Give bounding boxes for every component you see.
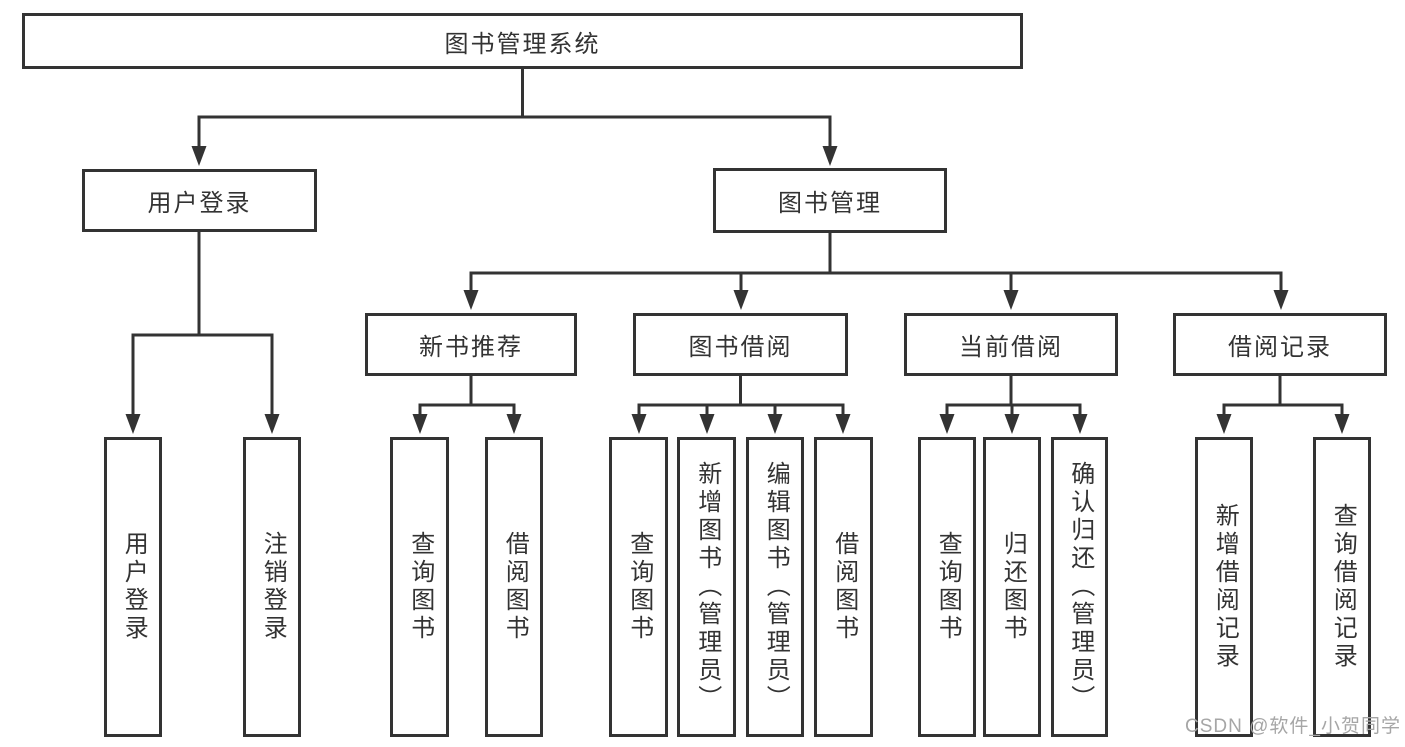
node-library-management-system: 图书管理系统 — [22, 13, 1023, 69]
node-new-book-recommend: 新书推荐 — [365, 313, 577, 376]
node-label: 查询图书 — [934, 531, 962, 643]
leaf-add-book-admin: 新增图书（管理员） — [677, 437, 736, 737]
node-label: 借阅图书 — [830, 531, 858, 643]
leaf-confirm-return-admin: 确认归还（管理员） — [1051, 437, 1108, 737]
leaf-query-books-borrowing: 查询图书 — [609, 437, 668, 737]
leaf-user-login: 用户登录 — [104, 437, 162, 737]
node-label: 确认归还（管理员） — [1066, 461, 1094, 713]
node-label: 查询借阅记录 — [1329, 503, 1357, 671]
leaf-add-borrow-record: 新增借阅记录 — [1195, 437, 1253, 737]
node-current-borrowing: 当前借阅 — [904, 313, 1118, 376]
leaf-return-book: 归还图书 — [983, 437, 1041, 737]
node-label: 查询图书 — [406, 531, 434, 643]
leaf-query-borrow-record: 查询借阅记录 — [1313, 437, 1371, 737]
leaf-edit-book-admin: 编辑图书（管理员） — [746, 437, 804, 737]
node-label: 用户登录 — [120, 531, 148, 643]
node-label: 新增借阅记录 — [1211, 503, 1239, 671]
node-book-management: 图书管理 — [713, 168, 947, 233]
node-label: 归还图书 — [999, 531, 1027, 643]
leaf-logout: 注销登录 — [243, 437, 301, 737]
node-book-borrowing: 图书借阅 — [633, 313, 848, 376]
csdn-watermark: CSDN @软件_小贺同学 — [1185, 716, 1401, 737]
node-label: 借阅图书 — [501, 531, 529, 643]
node-label: 新增图书（管理员） — [693, 461, 721, 713]
node-user-login: 用户登录 — [82, 169, 317, 232]
leaf-query-books-current: 查询图书 — [918, 437, 976, 737]
leaf-query-books-recommend: 查询图书 — [390, 437, 449, 737]
leaf-borrow-books-borrowing: 借阅图书 — [814, 437, 873, 737]
node-borrowing-records: 借阅记录 — [1173, 313, 1387, 376]
leaf-borrow-books-recommend: 借阅图书 — [485, 437, 543, 737]
node-label: 查询图书 — [625, 531, 653, 643]
node-label: 编辑图书（管理员） — [762, 461, 790, 713]
node-label: 注销登录 — [259, 531, 287, 643]
